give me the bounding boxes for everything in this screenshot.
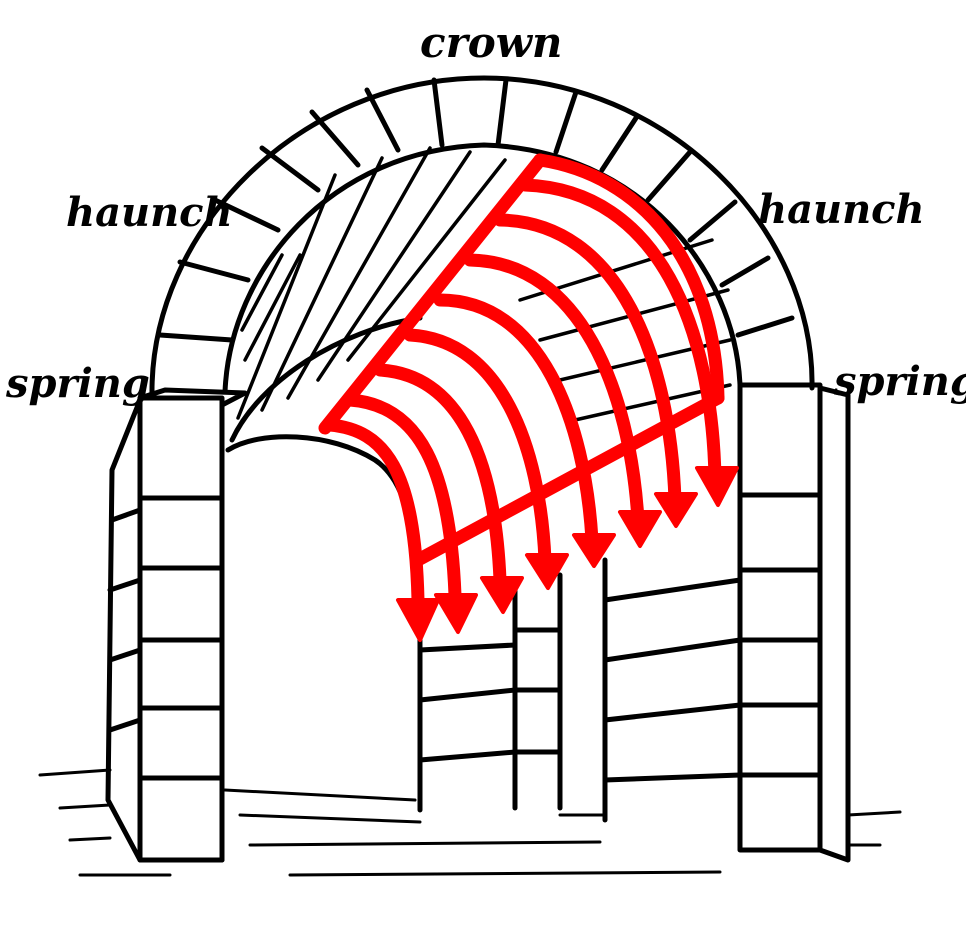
arrowhead-1: [398, 600, 438, 640]
arrowhead-2: [436, 595, 476, 632]
arrowhead-8: [697, 468, 737, 505]
arrowhead-7: [656, 494, 696, 526]
label-haunch-right: haunch: [758, 190, 925, 230]
inner-opening: [228, 437, 420, 810]
load-arrow-1: [330, 425, 418, 600]
arrowhead-5: [574, 535, 614, 566]
label-spring-right: spring: [834, 362, 966, 402]
label-spring-left: spring: [6, 364, 150, 404]
right-pier: [740, 385, 848, 860]
arrowhead-6: [620, 512, 660, 546]
label-haunch-left: haunch: [66, 193, 233, 233]
label-crown: crown: [420, 22, 562, 64]
